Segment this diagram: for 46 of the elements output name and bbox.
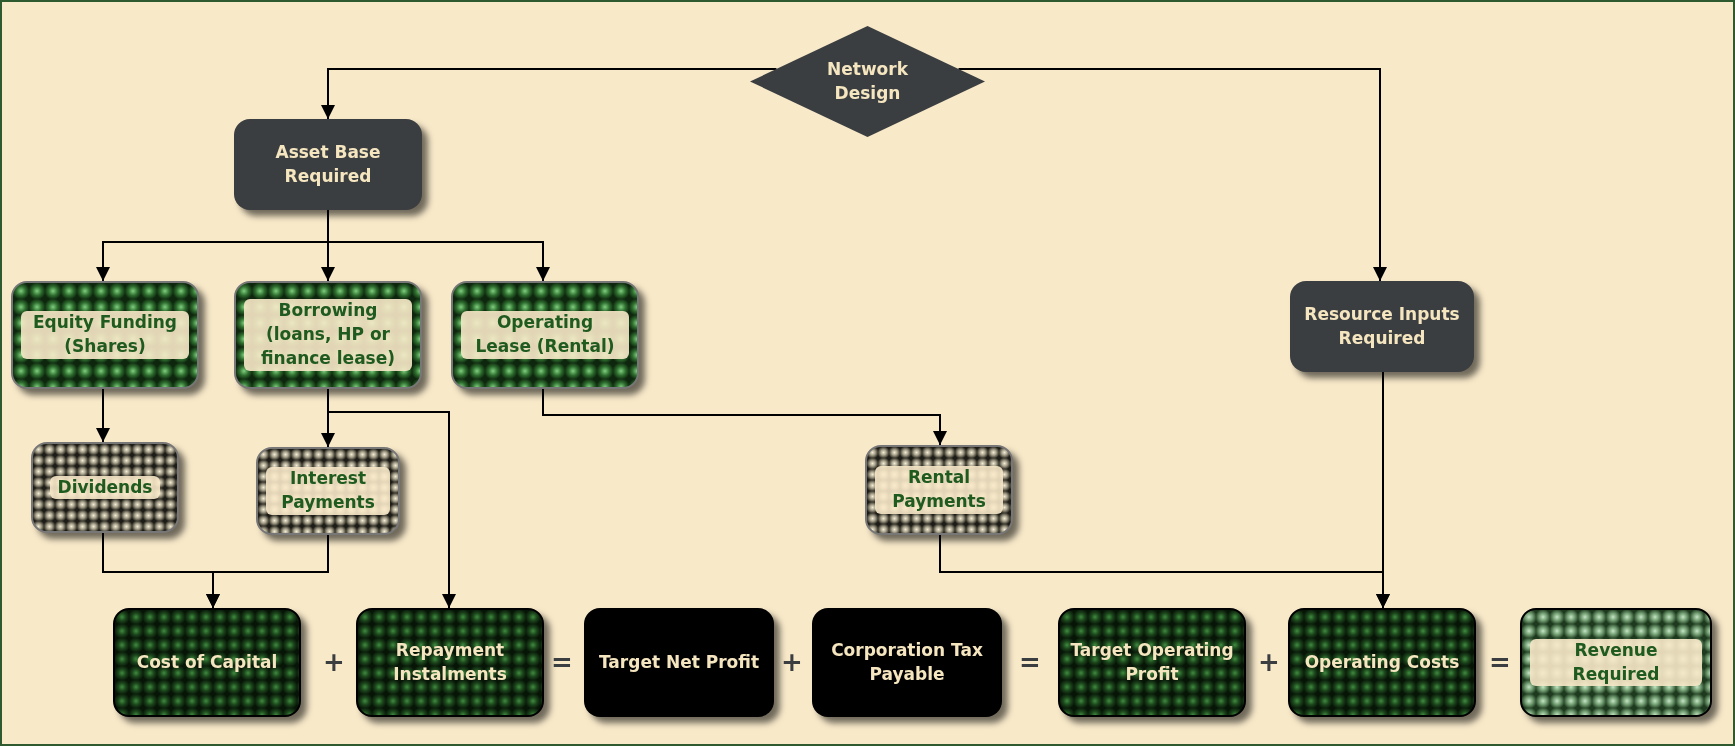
arrow <box>327 388 456 609</box>
node-text: Interest Payments <box>266 467 390 515</box>
profit-box <box>812 608 1002 717</box>
decision-diamond <box>750 26 985 137</box>
node-text: Network Design <box>826 57 909 105</box>
node-text: Corporation Tax Payable <box>830 638 984 686</box>
arrow <box>957 68 1387 282</box>
funding-box <box>11 281 199 389</box>
payment-box <box>865 445 1013 535</box>
node-text: Borrowing (loans, HP or finance lease) <box>244 299 412 371</box>
payment-box <box>256 447 400 535</box>
operator-sign: = <box>1019 645 1041 679</box>
arrow <box>1376 371 1390 609</box>
funding-box <box>451 281 639 389</box>
node-text: Asset Base Required <box>274 140 382 188</box>
funding-box <box>234 281 422 389</box>
payment-box <box>31 442 179 533</box>
node-text: Repayment Instalments <box>392 638 508 686</box>
node-text: Dividends <box>49 475 161 500</box>
profit-box <box>584 608 774 717</box>
process-box <box>1290 281 1474 372</box>
cost-box <box>1288 608 1476 717</box>
node-text: Rental Payments <box>875 466 1003 514</box>
arrow <box>206 534 329 609</box>
node-text: Operating Costs <box>1304 650 1460 674</box>
operator-sign: + <box>323 645 345 679</box>
operator-sign: = <box>551 645 573 679</box>
node-text: Resource Inputs Required <box>1303 302 1461 350</box>
cost-box <box>1058 608 1246 717</box>
cost-box <box>113 608 301 717</box>
node-text: Operating Lease (Rental) <box>461 311 629 359</box>
arrow <box>327 209 550 282</box>
node-text: Revenue Required <box>1530 638 1702 687</box>
node-text: Target Operating Profit <box>1069 638 1235 686</box>
process-box <box>234 119 422 210</box>
arrow <box>542 388 947 446</box>
node-text: Cost of Capital <box>136 650 278 674</box>
node-text: Equity Funding (Shares) <box>21 311 189 359</box>
arrow <box>321 68 778 120</box>
arrow <box>96 388 110 443</box>
operator-sign: + <box>781 645 803 679</box>
revenue-box <box>1520 608 1712 717</box>
cost-box <box>356 608 544 717</box>
operator-sign: + <box>1258 645 1280 679</box>
node-text: Target Net Profit <box>598 650 760 674</box>
operator-sign: = <box>1489 645 1511 679</box>
